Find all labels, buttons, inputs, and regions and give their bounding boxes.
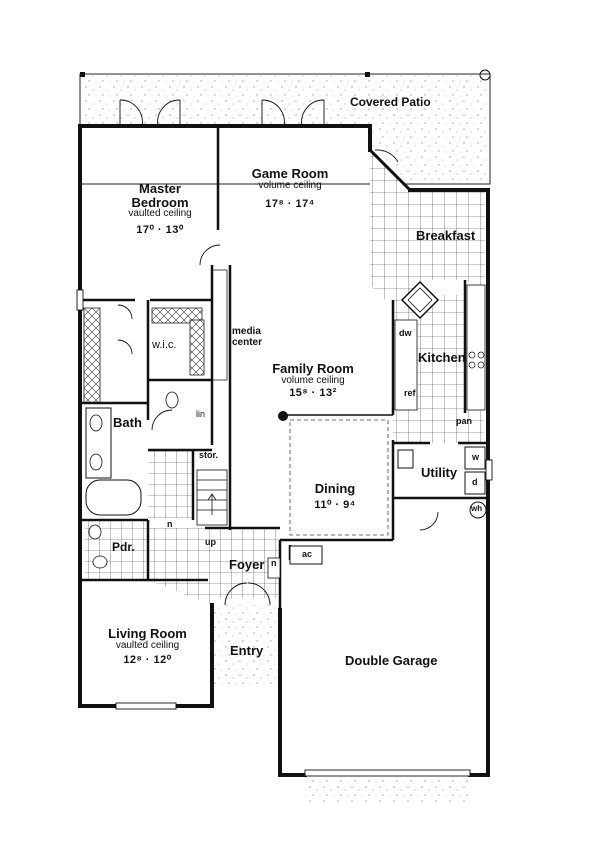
sink bbox=[89, 453, 103, 471]
stairs bbox=[196, 469, 228, 526]
range-burner bbox=[468, 351, 476, 359]
wic-shelf-left bbox=[83, 307, 101, 404]
room-label-entry: Entry bbox=[230, 643, 264, 658]
room-label-ref: ref bbox=[404, 388, 416, 398]
range-burner bbox=[468, 361, 476, 369]
water-heater bbox=[469, 501, 487, 519]
doors bbox=[117, 99, 439, 606]
bath-tile bbox=[148, 450, 193, 518]
room-label-kitchen: Kitchen bbox=[418, 350, 466, 365]
foyer-niche bbox=[267, 557, 281, 579]
toilet bbox=[165, 391, 179, 409]
powder-sink bbox=[88, 524, 102, 540]
room-living-room: Living Room vaulted ceiling 12⁸ · 12⁰ bbox=[95, 627, 200, 667]
powder-toilet bbox=[92, 555, 108, 569]
room-label-pdr: Pdr. bbox=[112, 540, 135, 554]
range-burner bbox=[477, 361, 485, 369]
foyer-tile bbox=[148, 528, 280, 605]
sink bbox=[89, 414, 103, 432]
hall-tile bbox=[393, 415, 483, 443]
room-note-game-room: volume ceiling bbox=[258, 179, 322, 191]
room-label-wic: w.i.c. bbox=[152, 339, 177, 351]
dining-dashed bbox=[289, 419, 389, 536]
room-label-lin: lin bbox=[196, 409, 206, 419]
room-dims-game-room: 17⁸ · 17⁴ bbox=[265, 198, 315, 211]
room-label-covered-patio: Covered Patio bbox=[350, 95, 431, 109]
room-game-room: Game Room volume ceiling 17⁸ · 17⁴ bbox=[235, 167, 345, 211]
wic-shelf-side bbox=[189, 319, 205, 376]
room-label-n-right: n bbox=[271, 558, 277, 568]
range-burner bbox=[477, 351, 485, 359]
room-dims-living-room: 12⁸ · 12⁰ bbox=[123, 654, 172, 667]
washer bbox=[464, 446, 486, 470]
patio-corner-wall bbox=[368, 148, 412, 192]
room-label-foyer: Foyer bbox=[229, 557, 265, 572]
ac-box bbox=[289, 545, 323, 565]
kitchen-counter-right bbox=[466, 284, 486, 411]
interior-walls bbox=[80, 126, 488, 610]
room-label-w: w bbox=[472, 452, 480, 462]
room-label-double-garage: Double Garage bbox=[345, 653, 438, 668]
room-label-media-center: media center bbox=[232, 326, 263, 348]
room-label-ac: ac bbox=[302, 549, 313, 559]
dryer bbox=[464, 471, 486, 495]
room-label-living-room: Living Room bbox=[108, 626, 187, 641]
wic-shelf-top bbox=[151, 307, 203, 324]
covered-patio-area bbox=[79, 69, 491, 185]
room-label-master-bedroom: Master Bedroom bbox=[131, 181, 189, 210]
room-label-utility: Utility bbox=[421, 465, 458, 480]
media-shelf bbox=[211, 269, 228, 381]
garage-apron bbox=[305, 773, 470, 803]
room-note-living-room: vaulted ceiling bbox=[115, 639, 180, 651]
room-dining: Dining 11⁰ · 9⁴ bbox=[295, 482, 375, 511]
column bbox=[278, 411, 288, 421]
room-note-master-bedroom: vaulted ceiling bbox=[128, 208, 192, 220]
exterior-walls bbox=[78, 124, 490, 777]
room-label-wh: wh bbox=[471, 504, 483, 513]
room-note-family-room: volume ceiling bbox=[281, 374, 345, 386]
room-label-breakfast: Breakfast bbox=[416, 228, 476, 243]
room-dims-dining: 11⁰ · 9⁴ bbox=[314, 498, 356, 511]
room-label-family-room: Family Room bbox=[272, 361, 354, 376]
room-label-up: up bbox=[205, 537, 216, 547]
kitchen-island-inner bbox=[407, 287, 433, 313]
windows bbox=[76, 289, 493, 777]
room-label-bath: Bath bbox=[113, 415, 142, 430]
utility-sink bbox=[397, 449, 414, 469]
room-label-stor: stor. bbox=[199, 450, 219, 460]
room-label-d: d bbox=[472, 477, 478, 487]
kitchen-island bbox=[400, 280, 440, 320]
bathtub bbox=[85, 479, 142, 516]
room-master-bedroom: Master Bedroom vaulted ceiling 17⁰ · 13⁰ bbox=[110, 182, 210, 236]
room-dims-master-bedroom: 17⁰ · 13⁰ bbox=[136, 223, 184, 236]
kitchen-counter-left bbox=[394, 319, 418, 411]
room-label-n-left: n bbox=[167, 519, 173, 529]
room-dims-family-room: 15⁸ · 13² bbox=[289, 387, 337, 400]
room-family-room: Family Room volume ceiling 15⁸ · 13² bbox=[258, 362, 368, 400]
room-label-dw: dw bbox=[399, 328, 412, 338]
entry-area bbox=[212, 605, 280, 687]
room-label-pan: pan bbox=[456, 416, 473, 426]
breakfast-tile bbox=[370, 150, 485, 300]
room-label-game-room: Game Room bbox=[251, 166, 329, 181]
room-label-dining: Dining bbox=[314, 481, 356, 496]
